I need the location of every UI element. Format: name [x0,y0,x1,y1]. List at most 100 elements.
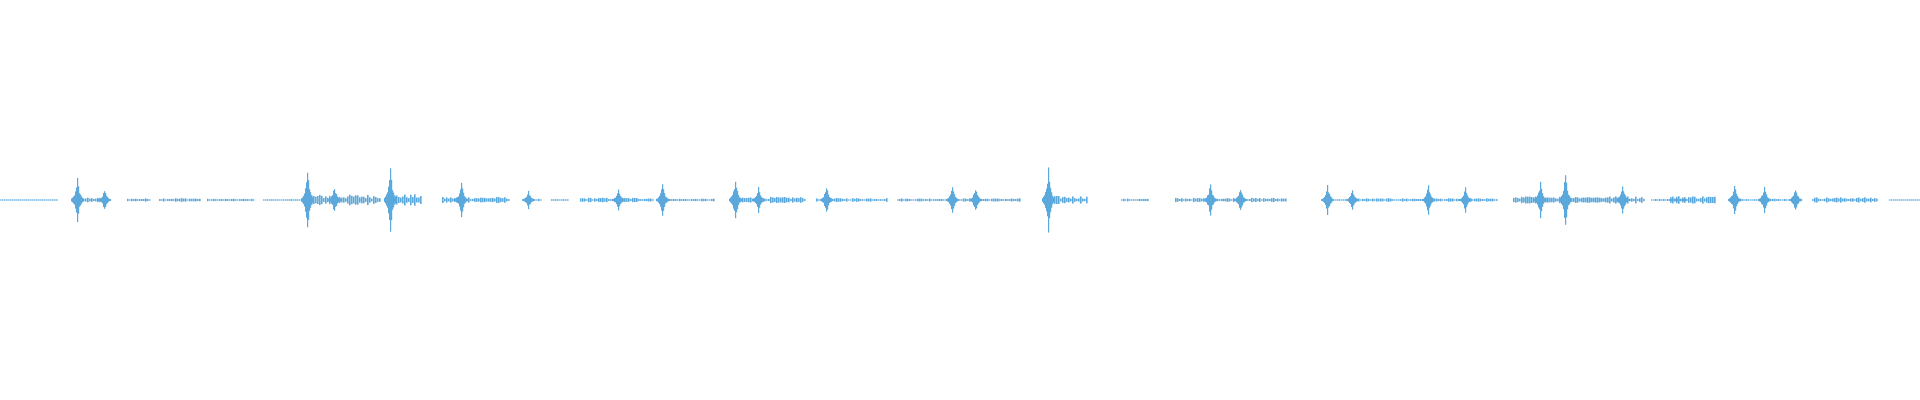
waveform-peak [456,198,458,202]
waveform-peak [827,190,829,210]
waveform-sample [1832,198,1834,202]
waveform-sample [30,199,32,201]
waveform-peak [731,196,733,204]
waveform-sample [1615,196,1617,204]
waveform-peak [100,198,102,202]
waveform-peak [735,181,737,219]
waveform-sample [1185,198,1187,202]
waveform-peak [110,199,112,201]
waveform-peak [1728,199,1730,201]
waveform-sample [1611,198,1613,202]
waveform-peak [1568,194,1570,206]
waveform-peak [332,195,334,205]
waveform-sample [454,198,456,202]
waveform-sample [750,197,752,203]
waveform-peak [737,190,739,210]
waveform-peak [1760,198,1762,202]
waveform-sample [854,198,856,202]
waveform-sample [484,197,486,203]
waveform-sample [878,199,880,201]
waveform-sample [818,199,820,201]
waveform-sample [161,199,163,201]
waveform-sample [1669,199,1671,201]
waveform-sample [1062,197,1064,203]
waveform-peak [1212,194,1214,206]
waveform-peak [1049,181,1051,219]
waveform-peak [623,199,625,201]
waveform-sample [987,198,989,202]
waveform-peak [1328,192,1330,208]
waveform-peak [1539,190,1541,210]
waveform-sample [22,199,24,201]
waveform-peak [530,196,532,204]
waveform-peak [105,192,107,208]
waveform-peak [1732,195,1734,205]
waveform-sample [504,197,506,203]
waveform-sample [191,198,193,202]
waveform-sample [1414,198,1416,202]
waveform-sample [1076,198,1078,202]
waveform-sample [1364,199,1366,201]
waveform-bars [0,167,1920,233]
waveform-peak [954,194,956,206]
waveform-peak [1205,198,1207,202]
waveform-peak [616,195,618,205]
waveform-sample [237,199,239,201]
waveform-sample [1889,199,1891,201]
waveform-sample [1581,197,1583,203]
waveform-sample [1368,198,1370,202]
waveform-sample [1816,197,1818,203]
waveform-sample [1019,198,1021,202]
waveform-sample [746,198,748,202]
waveform-sample [1472,199,1474,201]
waveform-sample [193,198,195,202]
waveform-sample [669,198,671,202]
waveform-peak [524,198,526,202]
waveform-sample [1360,199,1362,201]
waveform-sample [626,198,628,202]
waveform-sample [842,198,844,202]
waveform-peak [1566,182,1568,218]
waveform-peak [1429,192,1431,208]
waveform-sample [1812,199,1814,201]
waveform-peak [957,198,959,202]
waveform-sample [860,199,862,201]
waveform-sample [1384,199,1386,201]
waveform-sample [1456,198,1458,202]
waveform-sample [1129,199,1131,201]
waveform-sample [1607,197,1609,203]
waveform-sample [1068,197,1070,203]
waveform-sample [209,199,211,201]
waveform-peak [614,198,616,202]
waveform-peak [1542,193,1544,207]
waveform-peak [657,198,659,202]
waveform-peak [1348,198,1350,202]
waveform-sample [1199,198,1201,202]
waveform-sample [1480,198,1482,202]
waveform-peak [334,189,336,211]
waveform-sample [179,198,181,202]
waveform-peak [103,192,105,208]
waveform-sample [1056,196,1058,204]
waveform-sample [606,197,608,203]
waveform-sample [241,199,243,201]
waveform-peak [624,199,626,201]
waveform-sample [907,198,909,202]
waveform-sample [997,198,999,202]
waveform-peak [533,198,535,202]
waveform-peak [1465,187,1467,213]
waveform-sample [1474,198,1476,202]
waveform-peak [1235,198,1237,202]
waveform-peak [1054,198,1056,202]
waveform-sample [1784,198,1786,202]
waveform-sample [1684,197,1686,203]
waveform-peak [528,190,530,210]
waveform-peak [396,198,398,202]
waveform-sample [1675,199,1677,201]
waveform-peak [1327,184,1329,216]
waveform-sample [903,199,905,201]
waveform-sample [1380,198,1382,202]
waveform-sample [586,199,588,201]
waveform-peak [758,186,760,214]
